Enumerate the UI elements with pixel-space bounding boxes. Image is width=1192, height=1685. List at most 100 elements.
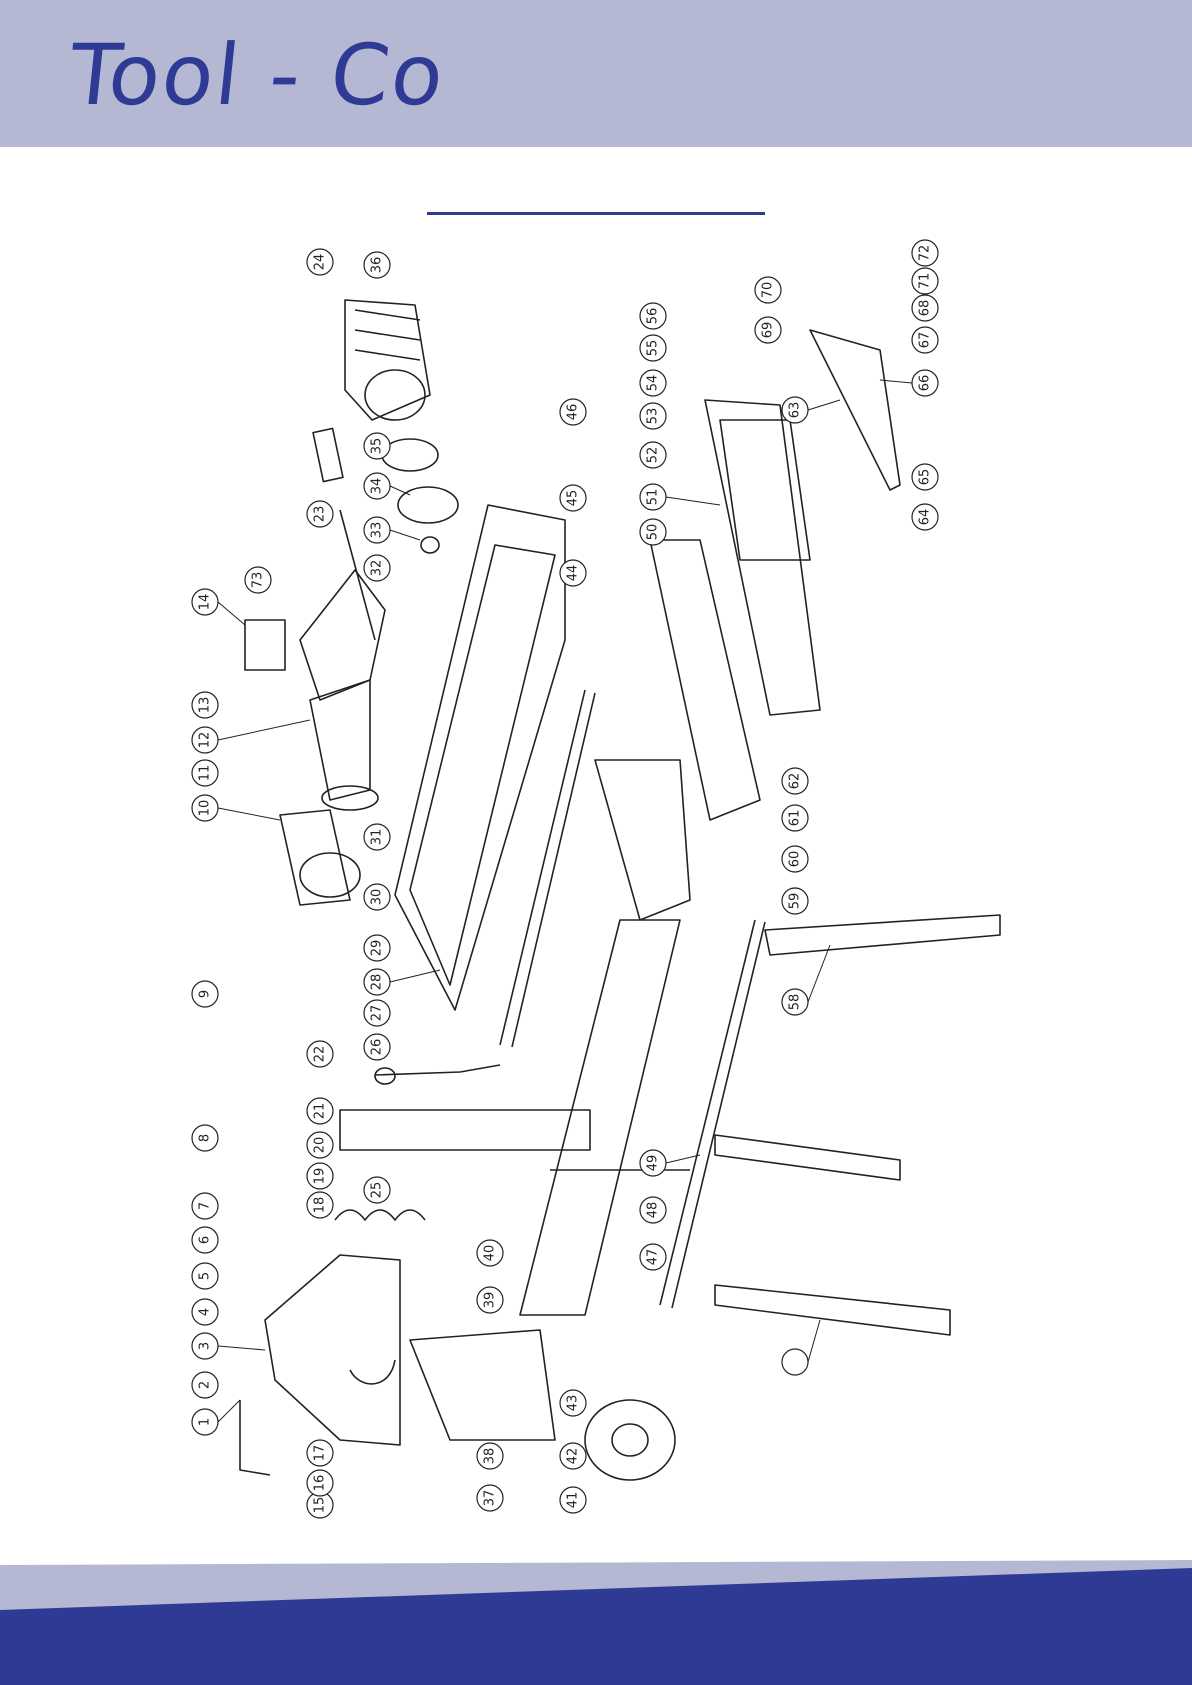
callout-label: 22 (313, 1046, 328, 1063)
callout-label: 52 (646, 447, 661, 464)
callout-label: 61 (788, 810, 803, 827)
callout-3: 3 (192, 1333, 218, 1359)
callout-14: 14 (192, 589, 218, 615)
callout-label: 69 (761, 322, 776, 339)
callout-22: 22 (307, 1041, 333, 1067)
callout-label: 27 (370, 1005, 385, 1022)
callout-label: 36 (370, 257, 385, 274)
callout-33: 33 (364, 517, 390, 543)
callout-label: 32 (370, 560, 385, 577)
callout-label: 1 (198, 1418, 213, 1426)
callout-35: 35 (364, 433, 390, 459)
callout-58: 58 (782, 989, 808, 1015)
callout-label: 67 (918, 332, 933, 349)
callout-7: 7 (192, 1193, 218, 1219)
callout-label: 12 (198, 732, 213, 749)
callout-label: 56 (646, 308, 661, 325)
callout-label: 11 (198, 765, 213, 782)
callout-label: 71 (918, 273, 933, 290)
callout-label: 33 (370, 522, 385, 539)
callout-63: 63 (782, 397, 808, 423)
callout-label: 50 (646, 524, 661, 541)
callout-21: 21 (307, 1098, 333, 1124)
callout-label: 37 (483, 1490, 498, 1507)
callout-label: 68 (918, 300, 933, 317)
callout-label: 51 (646, 489, 661, 506)
callout-label: 63 (788, 402, 803, 419)
callout-label: 9 (198, 990, 213, 998)
callout-label: 6 (198, 1236, 213, 1244)
callout-label: 20 (313, 1137, 328, 1154)
callout-label: 34 (370, 478, 385, 495)
callout-label: 26 (370, 1039, 385, 1056)
callout-4: 4 (192, 1299, 218, 1325)
callout-label: 44 (566, 565, 581, 582)
callout-label: 35 (370, 438, 385, 455)
callout-label: 64 (918, 509, 933, 526)
callout-11: 11 (192, 760, 218, 786)
callout-label: 40 (483, 1245, 498, 1262)
callout-label: 19 (313, 1168, 328, 1185)
callout-62: 62 (782, 768, 808, 794)
callout-label: 66 (918, 375, 933, 392)
callout-60: 60 (782, 846, 808, 872)
callout-label: 62 (788, 773, 803, 790)
callout-numbers: 1234567891011121314151617181920212223242… (192, 240, 938, 1518)
callout-34: 34 (364, 473, 390, 499)
callout-69: 69 (755, 317, 781, 343)
callout-68: 68 (912, 295, 938, 321)
callout-blank (782, 1349, 808, 1375)
callout-72: 72 (912, 240, 938, 266)
callout-55: 55 (640, 335, 666, 361)
callout-label: 65 (918, 469, 933, 486)
callout-label: 42 (566, 1448, 581, 1465)
callout-12: 12 (192, 727, 218, 753)
callout-13: 13 (192, 692, 218, 718)
callout-label: 18 (313, 1197, 328, 1214)
callout-label: 54 (646, 375, 661, 392)
callout-32: 32 (364, 555, 390, 581)
callout-36: 36 (364, 252, 390, 278)
callout-label: 8 (198, 1134, 213, 1142)
callout-67: 67 (912, 327, 938, 353)
callout-71: 71 (912, 268, 938, 294)
callout-label: 28 (370, 974, 385, 991)
callout-label: 58 (788, 994, 803, 1011)
callout-45: 45 (560, 485, 586, 511)
callout-label: 31 (370, 829, 385, 846)
callout-47: 47 (640, 1244, 666, 1270)
callout-2: 2 (192, 1372, 218, 1398)
callout-label: 16 (313, 1475, 328, 1492)
callout-label: 59 (788, 893, 803, 910)
callout-30: 30 (364, 884, 390, 910)
callout-label: 49 (646, 1155, 661, 1172)
callout-70: 70 (755, 277, 781, 303)
callout-41: 41 (560, 1487, 586, 1513)
callout-51: 51 (640, 484, 666, 510)
callout-18: 18 (307, 1192, 333, 1218)
callout-label: 30 (370, 889, 385, 906)
callout-label: 4 (198, 1308, 213, 1316)
callout-56: 56 (640, 303, 666, 329)
callout-1: 1 (192, 1409, 218, 1435)
callout-label: 13 (198, 697, 213, 714)
callout-44: 44 (560, 560, 586, 586)
callout-25: 25 (364, 1177, 390, 1203)
callout-24: 24 (307, 249, 333, 275)
callout-39: 39 (477, 1287, 503, 1313)
callout-label: 60 (788, 851, 803, 868)
callout-17: 17 (307, 1440, 333, 1466)
callout-label: 25 (370, 1182, 385, 1199)
callout-label: 2 (198, 1381, 213, 1389)
callout-43: 43 (560, 1390, 586, 1416)
callout-65: 65 (912, 464, 938, 490)
callout-10: 10 (192, 795, 218, 821)
callout-53: 53 (640, 403, 666, 429)
callout-50: 50 (640, 519, 666, 545)
callout-16: 16 (307, 1470, 333, 1496)
callout-31: 31 (364, 824, 390, 850)
callout-label: 23 (313, 506, 328, 523)
callout-label: 39 (483, 1292, 498, 1309)
callout-37: 37 (477, 1485, 503, 1511)
callout-label: 10 (198, 800, 213, 817)
